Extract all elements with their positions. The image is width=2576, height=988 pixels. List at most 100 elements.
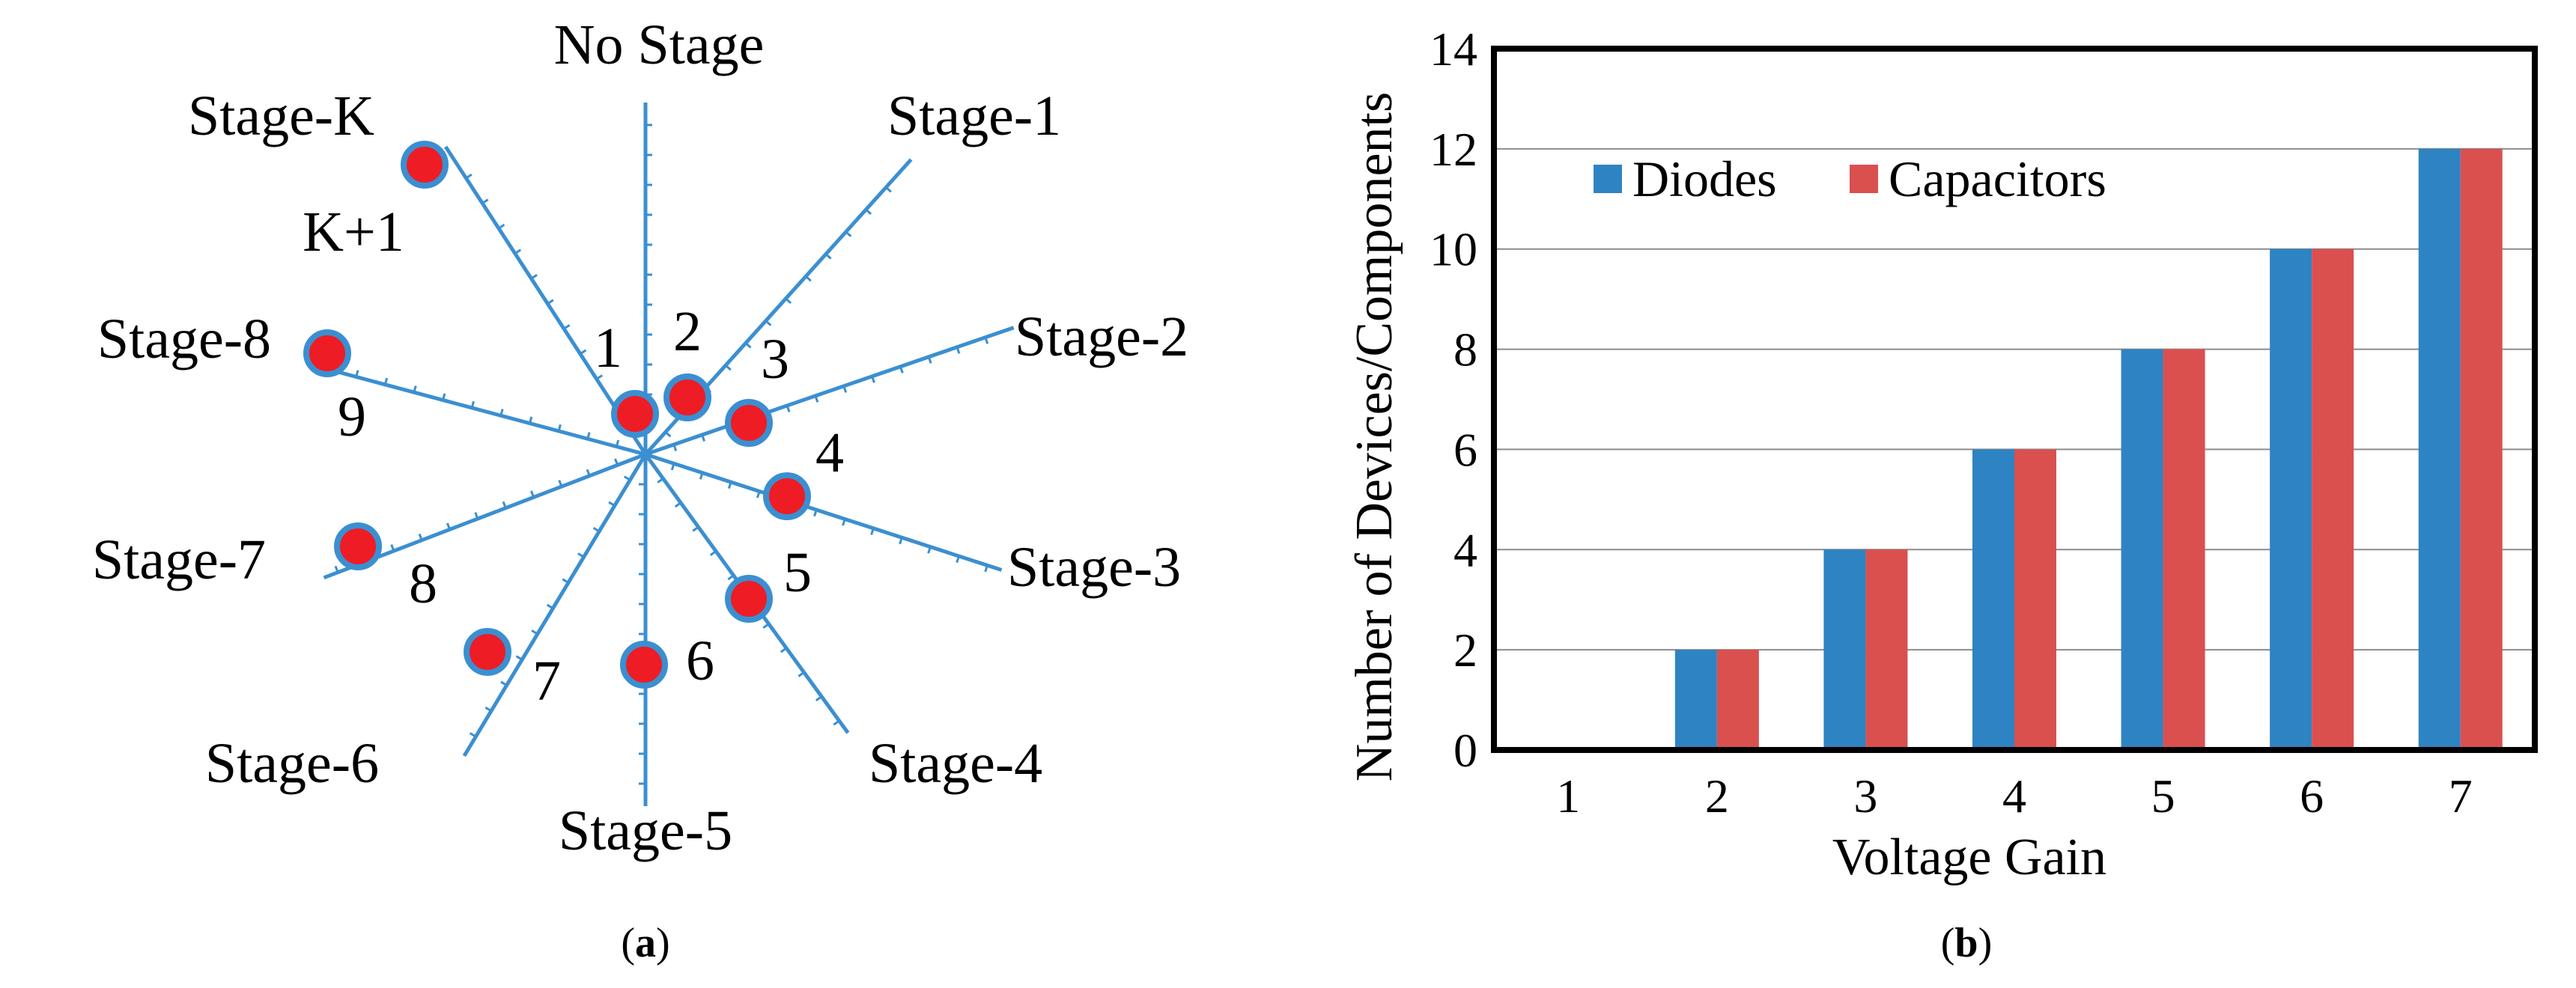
axis-label: Stage-2 <box>1015 305 1188 368</box>
axis-tick <box>546 603 554 610</box>
axis-tick <box>813 509 818 517</box>
axis-tick <box>614 458 619 466</box>
bar-diodes-7 <box>2418 148 2461 750</box>
axis-line <box>462 453 648 757</box>
bar-diodes-6 <box>2270 248 2312 750</box>
axis-tick <box>577 552 585 558</box>
axis-tick <box>833 719 840 726</box>
x-tick-label: 5 <box>2151 769 2175 823</box>
axis-tick <box>870 528 875 535</box>
axis-tick <box>592 526 600 533</box>
axis-label: Stage-1 <box>887 85 1061 147</box>
axis-line <box>645 452 1003 572</box>
axis-tick <box>865 208 872 216</box>
radial-axis-no-stage: No Stage <box>554 13 765 454</box>
point-label: 8 <box>409 552 437 615</box>
legend-swatch <box>1594 165 1622 193</box>
axis-tick <box>699 472 704 480</box>
axis-tick <box>664 431 672 438</box>
axis-tick <box>798 671 805 677</box>
axis-tick <box>595 374 604 380</box>
point-label: 2 <box>673 300 702 363</box>
axis-line <box>312 363 646 457</box>
axis-line <box>444 145 648 456</box>
point-marker <box>725 575 773 623</box>
x-tick-label: 7 <box>2449 769 2473 823</box>
axis-tick <box>563 324 571 330</box>
axis-tick <box>474 512 479 519</box>
axis-tick <box>824 253 832 260</box>
y-axis-label: Number of Devices/Components <box>1346 92 1403 781</box>
axis-tick <box>530 274 538 280</box>
y-tick-label: 10 <box>1430 223 1477 276</box>
point-marker <box>611 390 659 438</box>
stage-point-4: 4 <box>763 421 844 520</box>
y-tick-label: 4 <box>1453 523 1477 576</box>
x-tick-label: 6 <box>2300 769 2324 823</box>
x-axis-label: Voltage Gain <box>1832 829 2106 886</box>
point-label: 5 <box>783 541 812 604</box>
point-marker <box>663 373 711 421</box>
stage-point-kplus1: K+1 <box>303 141 449 263</box>
caption-b: (b) <box>1941 920 1992 966</box>
axis-tick <box>725 364 732 371</box>
point-label: K+1 <box>303 201 404 263</box>
x-tick-label: 4 <box>2002 769 2026 823</box>
axis-tick <box>530 490 535 498</box>
axis-tick <box>899 366 904 373</box>
stage-point-1: 1 <box>594 317 659 438</box>
axis-tick <box>692 525 699 532</box>
axis-tick <box>744 342 752 349</box>
axis-tick <box>498 223 505 230</box>
axis-tick <box>899 537 903 545</box>
bar-capacitors-4 <box>2014 449 2056 750</box>
axis-tick <box>672 444 678 451</box>
axis-tick <box>413 385 417 393</box>
stage-point-5: 5 <box>725 541 812 623</box>
axis-tick <box>780 647 787 653</box>
bar-diodes-2 <box>1674 650 1717 750</box>
y-tick-label: 12 <box>1430 123 1477 176</box>
stage-point-3: 3 <box>725 328 789 447</box>
stage-point-9: 9 <box>303 329 366 448</box>
point-label: 4 <box>815 421 844 484</box>
x-tick-label: 3 <box>1853 769 1877 823</box>
radial-axis-stage-k: Stage-K <box>188 85 648 456</box>
point-marker <box>725 399 773 447</box>
point-label: 7 <box>532 650 561 713</box>
axis-tick <box>586 432 591 439</box>
axis-tick <box>956 555 960 563</box>
x-tick-label: 1 <box>1556 769 1580 823</box>
axis-label: Stage-6 <box>205 732 379 795</box>
axis-tick <box>765 320 772 326</box>
axis-tick <box>446 522 451 530</box>
bar-diodes-5 <box>2121 349 2163 751</box>
plot-frame <box>1491 46 2538 753</box>
axis-label: Stage-8 <box>97 308 271 370</box>
axis-tick <box>657 478 664 484</box>
stage-point-2: 2 <box>663 300 711 421</box>
axis-tick <box>547 299 554 305</box>
legend-item-capacitors: Capacitors <box>1850 150 2106 207</box>
axis-tick <box>383 377 389 385</box>
point-marker <box>401 141 449 189</box>
bar-capacitors-6 <box>2312 248 2354 750</box>
radial-axis-stage-2: Stage-2 <box>645 305 1188 457</box>
axis-tick <box>709 550 717 556</box>
bar-capacitors-5 <box>2163 349 2205 751</box>
legend-item-diodes: Diodes <box>1594 150 1777 207</box>
bar-diodes-4 <box>1972 449 2014 750</box>
axis-tick <box>562 578 569 584</box>
axis-tick <box>727 574 735 581</box>
bar-diodes-3 <box>1823 549 1866 750</box>
y-tick-label: 8 <box>1453 323 1477 376</box>
point-label: 9 <box>338 385 366 448</box>
y-tick-label: 6 <box>1453 423 1477 476</box>
axis-tick <box>701 434 705 442</box>
axis-tick <box>499 409 504 416</box>
axis-tick <box>815 695 822 702</box>
axis-label: No Stage <box>554 13 765 76</box>
axis-tick <box>814 395 819 403</box>
